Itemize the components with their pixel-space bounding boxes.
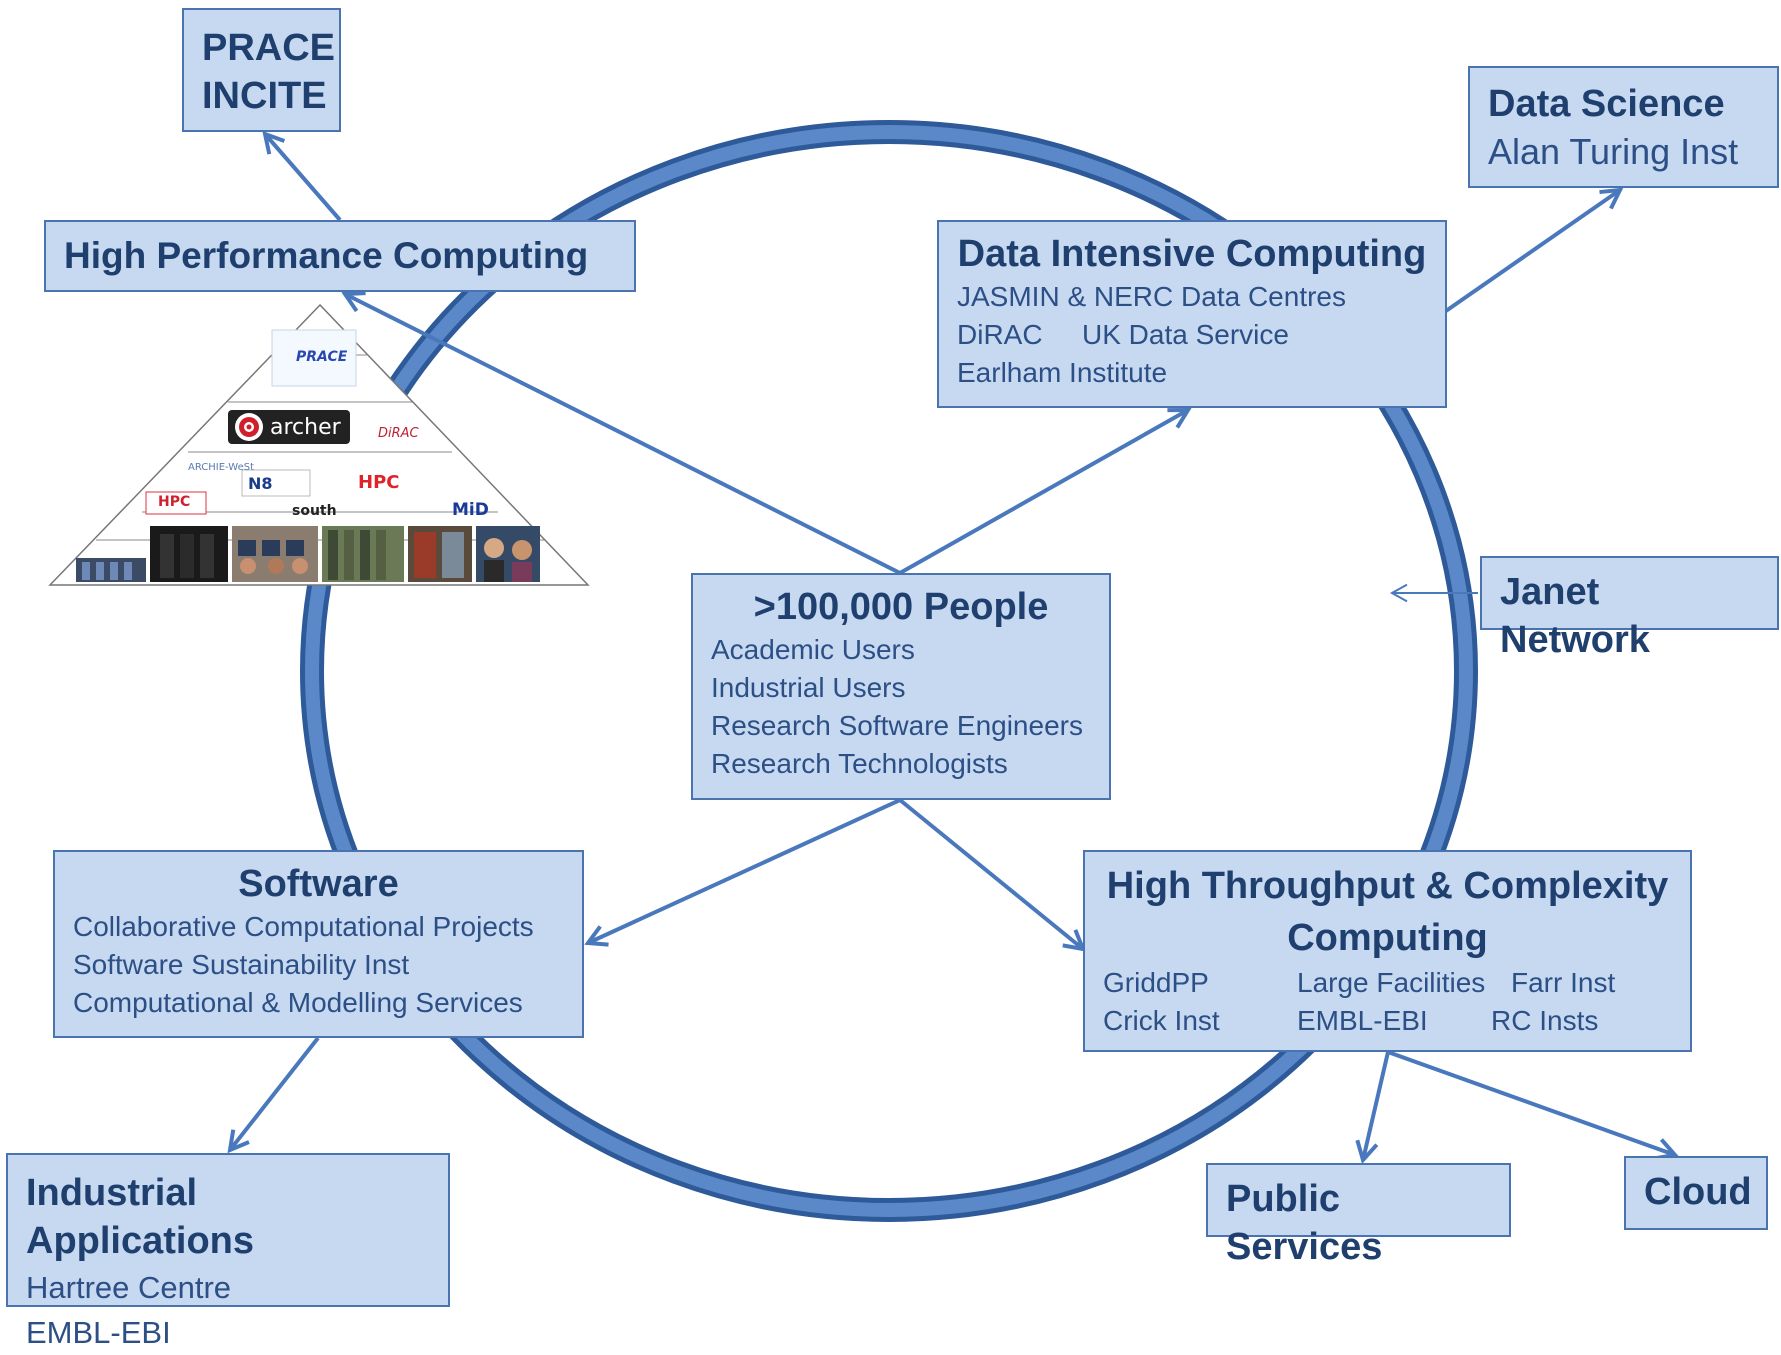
industrial-title: Industrial Applications (26, 1172, 255, 1262)
uk-data-service-label: UK Data Service (1082, 319, 1289, 350)
software-box: Software Collaborative Computational Pro… (53, 850, 584, 1038)
arrow-people-to-software (588, 798, 901, 943)
arrow-dic-to-datascience (1441, 190, 1620, 315)
rse-label: Research Software Engineers (711, 710, 1083, 741)
prace-label: PRACE (202, 27, 336, 69)
dirac-label: DiRAC (957, 319, 1043, 350)
large-facilities-label: Large Facilities (1297, 967, 1486, 998)
diagram-connections (48, 120, 1781, 1222)
prace-logo: PRACE (296, 349, 348, 365)
industrial-box: Industrial Applications Hartree Centre E… (6, 1153, 450, 1350)
industrial-users-label: Industrial Users (711, 672, 906, 703)
htc-title-line-1: High Throughput & Complexity (1106, 865, 1669, 907)
earlham-label: Earlham Institute (957, 357, 1168, 388)
hpc-box: High Performance Computing (44, 220, 636, 292)
public-services-box: Public Services (1206, 1163, 1511, 1268)
hpc-title: High Performance Computing (64, 235, 589, 276)
cloud-title: Cloud (1644, 1171, 1752, 1213)
data-intensive-title: Data Intensive Computing (957, 233, 1427, 275)
embl-ebi-htc-label: EMBL-EBI (1297, 1005, 1428, 1036)
research-technologists-label: Research Technologists (711, 748, 1008, 779)
embl-ebi-industrial-label: EMBL-EBI (26, 1315, 171, 1350)
rc-insts-label: RC Insts (1491, 1005, 1599, 1036)
data-science-box: Data Science Alan Turing Inst (1468, 66, 1779, 188)
dirac-logo: DiRAC (378, 426, 419, 441)
hpc-pyramid (48, 303, 590, 586)
n8-logo: N8 (248, 474, 273, 493)
jasmin-label: JASMIN & NERC Data Centres (957, 281, 1346, 312)
cms-label: Computational & Modelling Services (73, 987, 523, 1018)
crick-inst-label: Crick Inst (1103, 1005, 1220, 1036)
data-science-title: Data Science (1488, 83, 1725, 125)
alan-turing-label: Alan Turing Inst (1488, 131, 1739, 172)
academic-users-label: Academic Users (711, 634, 915, 665)
cloud-box: Cloud (1624, 1156, 1768, 1230)
software-title: Software (238, 863, 399, 905)
arrow-people-to-htc (898, 798, 1083, 949)
hartree-label: Hartree Centre (26, 1270, 232, 1305)
arrow-htc-to-cloud (1387, 1050, 1675, 1155)
arrow-software-to-industrial (230, 1036, 320, 1150)
arrow-people-to-hpc (345, 294, 901, 575)
arrow-people-to-dic (899, 410, 1188, 575)
janet-network-box: Janet Network (1480, 556, 1779, 661)
incite-label: INCITE (202, 75, 327, 117)
research-ring-highlight (305, 125, 1473, 1217)
archer-logo: archer (270, 415, 341, 440)
htc-box: High Throughput & Complexity Computing G… (1083, 850, 1692, 1052)
data-intensive-box: Data Intensive Computing JASMIN & NERC D… (937, 220, 1447, 408)
janet-title: Janet Network (1500, 571, 1650, 661)
ssi-label: Software Sustainability Inst (73, 949, 410, 980)
archie-west-logo: ARCHIE-WeSt (188, 462, 254, 473)
public-services-title: Public Services (1226, 1178, 1383, 1268)
people-title: >100,000 People (753, 586, 1049, 628)
hpc-logo: HPC (158, 494, 191, 510)
griddpp-label: GriddPP (1103, 967, 1209, 998)
farr-inst-label: Farr Inst (1511, 967, 1616, 998)
hpc-midlands-logo: HPC (358, 472, 400, 493)
mid-logo: MiD (452, 500, 489, 520)
arrow-htc-to-public (1363, 1051, 1390, 1160)
arrow-hpc-to-prace (265, 134, 342, 222)
prace-incite-box: PRACE INCITE (182, 8, 341, 132)
people-box: >100,000 People Academic Users Industria… (691, 573, 1111, 800)
htc-title-line-2: Computing (1287, 917, 1488, 959)
ccp-label: Collaborative Computational Projects (73, 911, 534, 942)
south-logo: south (292, 503, 337, 519)
